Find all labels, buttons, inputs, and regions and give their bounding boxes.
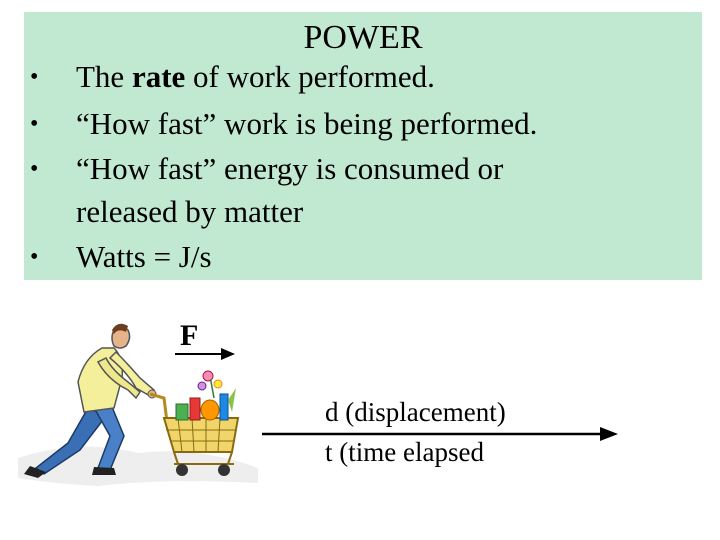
cart-basket	[162, 417, 240, 453]
flower-icon	[202, 370, 214, 382]
bullet-text-prefix: The	[76, 59, 132, 94]
bullet-text: The rate of work performed.	[76, 55, 435, 99]
shopping-cart-person-illustration	[18, 323, 258, 486]
bullet-marker: •	[30, 64, 39, 90]
cart-leg	[173, 451, 179, 465]
slide-title: POWER	[303, 19, 423, 56]
bullet-text-suffix: of work performed.	[185, 59, 435, 94]
person-arm-back	[96, 356, 141, 400]
bullet-continuation-text: released by matter	[76, 194, 304, 229]
displacement-arrow-icon	[262, 427, 618, 441]
grocery-fruit	[200, 399, 220, 421]
time-label: t (time elapsed	[325, 437, 484, 467]
force-label: F	[180, 319, 199, 352]
ground-shadow	[18, 446, 258, 486]
displacement-label: d (displacement)	[325, 397, 506, 427]
person-hair	[112, 323, 128, 334]
grocery-box	[189, 397, 201, 421]
bullet-text: “How fast” energy is consumed or	[76, 151, 504, 186]
content-panel	[24, 12, 702, 280]
grocery-bottle	[219, 393, 229, 421]
bullet-marker: •	[30, 156, 39, 182]
bullet-text: Watts = J/s	[76, 239, 212, 274]
cart-leg	[227, 451, 233, 465]
force-arrow-icon	[175, 348, 235, 360]
flower-icon	[197, 381, 207, 391]
bullet-marker: •	[30, 244, 39, 270]
bullet-marker: •	[30, 111, 39, 137]
grocery-can	[175, 403, 189, 421]
grocery-leaves	[228, 388, 236, 412]
cart-wheel	[218, 464, 230, 476]
bullet-text: “How fast” work is being performed.	[76, 106, 538, 141]
person-shoe-back	[24, 466, 46, 478]
bullet-text-bold: rate	[131, 59, 186, 94]
flower-icon	[213, 379, 223, 389]
cart-grid	[166, 417, 236, 453]
cart-wheel	[176, 464, 188, 476]
person-shoe-front	[92, 467, 116, 475]
